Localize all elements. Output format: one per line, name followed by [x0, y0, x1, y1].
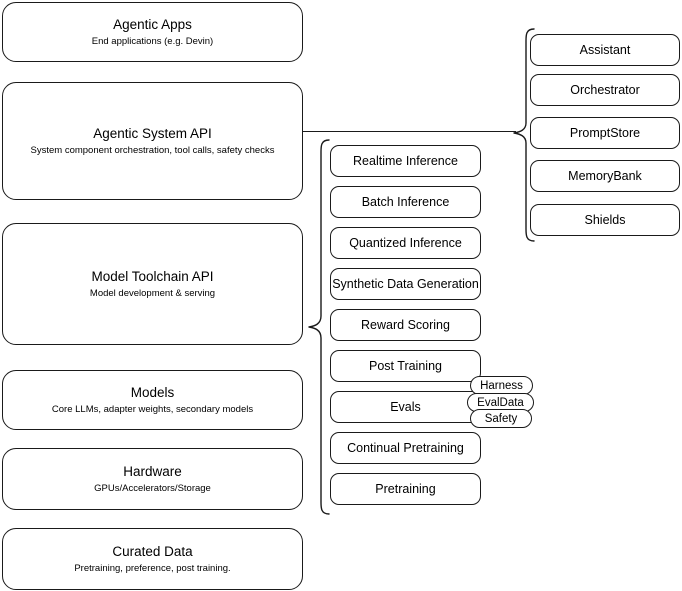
layer-title: Agentic Apps — [113, 17, 192, 32]
brace-model-toolchain — [305, 138, 331, 518]
layer-subtitle: Core LLMs, adapter weights, secondary mo… — [51, 404, 254, 415]
component-label: Assistant — [579, 42, 631, 57]
component-shields[interactable]: Shields — [530, 204, 680, 236]
component-label: Continual Pretraining — [347, 440, 464, 455]
layer-title: Hardware — [123, 464, 182, 479]
pill-label: Harness — [480, 379, 523, 392]
layer-subtitle: End applications (e.g. Devin) — [91, 36, 214, 47]
layer-title: Curated Data — [112, 544, 193, 559]
component-label: Quantized Inference — [349, 235, 462, 250]
component-orchestrator[interactable]: Orchestrator — [530, 74, 680, 106]
component-label: Shields — [584, 212, 626, 227]
component-evals[interactable]: Evals — [330, 391, 481, 423]
layer-model-toolchain-api[interactable]: Model Toolchain API Model development & … — [2, 223, 303, 345]
component-label: Orchestrator — [570, 82, 640, 97]
layer-subtitle: GPUs/Accelerators/Storage — [94, 483, 211, 494]
component-label: Pretraining — [375, 481, 436, 496]
component-label: Synthetic Data Generation — [332, 276, 479, 291]
evals-subcomponent-harness[interactable]: Harness — [470, 376, 533, 395]
evals-subcomponent-evaldata[interactable]: EvalData — [467, 393, 534, 412]
component-batch-inference[interactable]: Batch Inference — [330, 186, 481, 218]
pill-label: EvalData — [477, 396, 524, 409]
component-continual-pretraining[interactable]: Continual Pretraining — [330, 432, 481, 464]
layer-agentic-apps[interactable]: Agentic Apps End applications (e.g. Devi… — [2, 2, 303, 62]
layer-agentic-system-api[interactable]: Agentic System API System component orch… — [2, 82, 303, 200]
component-label: PromptStore — [569, 125, 641, 140]
component-synthetic-data-generation[interactable]: Synthetic Data Generation — [330, 268, 481, 300]
brace-agentic-system — [512, 27, 538, 245]
layer-curated-data[interactable]: Curated Data Pretraining, preference, po… — [2, 528, 303, 590]
layer-hardware[interactable]: Hardware GPUs/Accelerators/Storage — [2, 448, 303, 510]
pill-label: Safety — [484, 412, 518, 425]
component-label: Realtime Inference — [353, 153, 458, 168]
component-post-training[interactable]: Post Training — [330, 350, 481, 382]
component-pretraining[interactable]: Pretraining — [330, 473, 481, 505]
layer-subtitle: System component orchestration, tool cal… — [30, 145, 275, 156]
layer-models[interactable]: Models Core LLMs, adapter weights, secon… — [2, 370, 303, 430]
evals-subcomponent-safety[interactable]: Safety — [470, 409, 532, 428]
layer-title: Models — [130, 385, 175, 400]
component-label: Post Training — [369, 358, 442, 373]
layer-title: Agentic System API — [93, 126, 212, 141]
connector-system-api-to-components — [303, 131, 516, 133]
component-reward-scoring[interactable]: Reward Scoring — [330, 309, 481, 341]
component-label: MemoryBank — [568, 168, 642, 183]
layer-subtitle: Model development & serving — [89, 288, 216, 299]
component-promptstore[interactable]: PromptStore — [530, 117, 680, 149]
component-memorybank[interactable]: MemoryBank — [530, 160, 680, 192]
component-quantized-inference[interactable]: Quantized Inference — [330, 227, 481, 259]
component-assistant[interactable]: Assistant — [530, 34, 680, 66]
component-realtime-inference[interactable]: Realtime Inference — [330, 145, 481, 177]
layer-subtitle: Pretraining, preference, post training. — [74, 563, 231, 574]
component-label: Reward Scoring — [361, 317, 450, 332]
component-label: Evals — [390, 399, 421, 414]
component-label: Batch Inference — [361, 194, 450, 209]
layer-title: Model Toolchain API — [91, 269, 214, 284]
